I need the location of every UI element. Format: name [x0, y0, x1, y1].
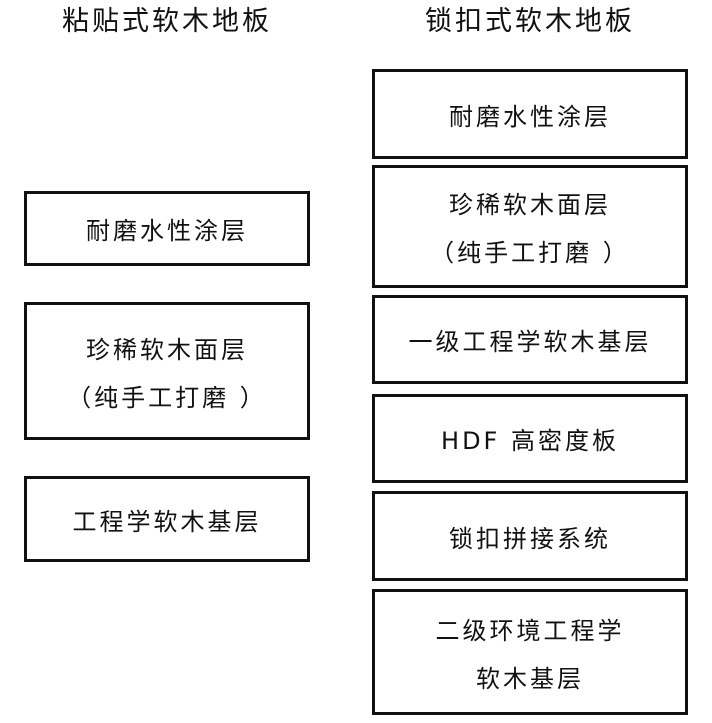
right-layer-hdf-board: HDF 高密度板 [372, 394, 688, 483]
left-layer-2-line-1: 珍稀软木面层 [86, 335, 248, 364]
right-layer-6-line-1: 二级环境工程学 [435, 616, 625, 645]
right-column-title: 锁扣式软木地板 [425, 6, 635, 37]
right-layer-secondary-cork-base: 二级环境工程学 软木基层 [372, 589, 688, 715]
right-layer-2-line-2: （纯手工打磨 ） [430, 239, 630, 267]
right-layer-2-line-1: 珍稀软木面层 [449, 191, 611, 219]
right-layer-4-line-1: HDF 高密度板 [441, 427, 619, 455]
right-layer-cork-surface: 珍稀软木面层 （纯手工打磨 ） [372, 165, 688, 288]
right-layer-3-line-1: 一级工程学软木基层 [408, 328, 652, 356]
left-layer-cork-surface: 珍稀软木面层 （纯手工打磨 ） [24, 302, 310, 440]
left-layer-1-line-1: 耐磨水性涂层 [86, 217, 248, 245]
left-layer-cork-base: 工程学软木基层 [24, 476, 310, 562]
left-column-title: 粘贴式软木地板 [62, 6, 272, 37]
right-layer-5-line-1: 锁扣拼接系统 [449, 524, 611, 553]
right-layer-1-line-1: 耐磨水性涂层 [449, 102, 611, 131]
right-layer-click-lock-system: 锁扣拼接系统 [372, 491, 688, 581]
left-layer-wear-coating: 耐磨水性涂层 [24, 191, 310, 266]
right-layer-primary-cork-base: 一级工程学软木基层 [372, 295, 688, 384]
left-layer-2-line-2: （纯手工打磨 ） [67, 383, 267, 412]
right-layer-6-line-2: 软木基层 [476, 664, 584, 693]
right-layer-wear-coating: 耐磨水性涂层 [372, 69, 688, 159]
left-layer-3-line-1: 工程学软木基层 [72, 507, 262, 536]
